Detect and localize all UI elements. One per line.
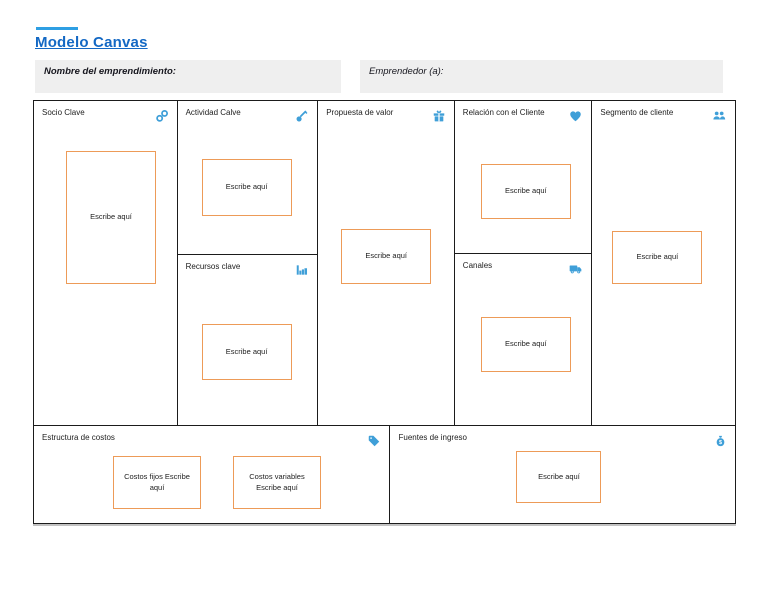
canvas-top-grid: Socio Clave Escribe aquí Actividad Calve xyxy=(34,101,735,425)
placeholder-text: Escribe aquí xyxy=(538,471,580,481)
placeholder-text: Escribe aquí xyxy=(365,251,408,261)
section-title: Fuentes de ingreso xyxy=(398,433,467,442)
placeholder-text: Costos variables Escribe aquí xyxy=(249,472,305,492)
tag-icon xyxy=(367,434,381,448)
segmento-entry-box[interactable]: Escribe aquí xyxy=(612,231,703,284)
section-segmento-cliente: Segmento de cliente Escribe aquí xyxy=(591,101,735,425)
socio-entry-box[interactable]: Escribe aquí xyxy=(66,151,156,284)
section-title: Canales xyxy=(462,261,493,270)
section-title: Propuesta de valor xyxy=(326,108,394,117)
section-title: Actividad Calve xyxy=(185,108,241,117)
propuesta-entry-box[interactable]: Escribe aquí xyxy=(341,229,432,284)
key-icon xyxy=(295,109,309,123)
placeholder-text: Escribe aquí xyxy=(504,186,547,196)
entrepreneur-label: Emprendedor (a): xyxy=(369,66,444,77)
actividad-entry-box[interactable]: Escribe aquí xyxy=(201,159,292,216)
costos-variables-entry-box[interactable]: Costos variables Escribe aquí xyxy=(233,456,321,509)
section-title: Relación con el Cliente xyxy=(462,108,545,117)
business-model-canvas: Socio Clave Escribe aquí Actividad Calve xyxy=(33,100,736,524)
gift-icon xyxy=(432,109,446,123)
money-bag-icon: $ xyxy=(714,434,727,448)
truck-icon xyxy=(568,262,583,276)
section-title: Estructura de costos xyxy=(42,433,115,442)
canvas-bottom-grid: Estructura de costos Costos fijos Escrib… xyxy=(34,425,735,524)
section-propuesta-valor: Propuesta de valor Escribe aquí xyxy=(317,101,454,425)
heart-icon xyxy=(568,109,583,123)
canales-entry-box[interactable]: Escribe aquí xyxy=(480,317,571,372)
venture-name-label: Nombre del emprendimiento: xyxy=(44,66,176,77)
placeholder-text: Escribe aquí xyxy=(636,252,679,262)
column-actividad-recursos: Actividad Calve Escribe aquí xyxy=(176,101,318,425)
factory-icon xyxy=(295,263,309,277)
column-relacion-canales: Relación con el Cliente Escribe aquí Can… xyxy=(453,101,592,425)
section-fuentes-ingreso: Fuentes de ingreso $ Escribe aquí xyxy=(389,426,735,524)
section-actividad-clave: Actividad Calve Escribe aquí xyxy=(178,101,318,254)
placeholder-text: Costos fijos Escribe aquí xyxy=(124,472,190,492)
section-relacion-cliente: Relación con el Cliente Escribe aquí xyxy=(455,101,592,253)
section-title: Segmento de cliente xyxy=(600,108,674,117)
section-title: Socio Clave xyxy=(42,108,85,117)
link-icon xyxy=(155,109,169,123)
venture-name-field[interactable]: Nombre del emprendimiento: xyxy=(35,60,341,93)
title-overline xyxy=(36,27,78,30)
section-canales: Canales xyxy=(454,253,592,424)
placeholder-text: Escribe aquí xyxy=(90,212,132,222)
placeholder-text: Escribe aquí xyxy=(225,182,268,192)
recursos-entry-box[interactable]: Escribe aquí xyxy=(201,324,292,380)
placeholder-text: Escribe aquí xyxy=(504,339,547,349)
section-estructura-costos: Estructura de costos Costos fijos Escrib… xyxy=(34,426,389,524)
entrepreneur-field[interactable]: Emprendedor (a): xyxy=(360,60,723,93)
page-title: Modelo Canvas xyxy=(35,34,148,51)
section-title: Recursos clave xyxy=(185,262,241,271)
section-recursos-clave: Recursos clave Escribe aquí xyxy=(177,254,318,424)
placeholder-text: Escribe aquí xyxy=(225,346,268,356)
ingresos-entry-box[interactable]: Escribe aquí xyxy=(516,451,602,503)
relacion-entry-box[interactable]: Escribe aquí xyxy=(480,164,571,219)
users-icon xyxy=(711,109,727,123)
svg-text:$: $ xyxy=(719,440,722,446)
costos-fijos-entry-box[interactable]: Costos fijos Escribe aquí xyxy=(113,456,201,509)
section-socio-clave: Socio Clave Escribe aquí xyxy=(34,101,177,425)
